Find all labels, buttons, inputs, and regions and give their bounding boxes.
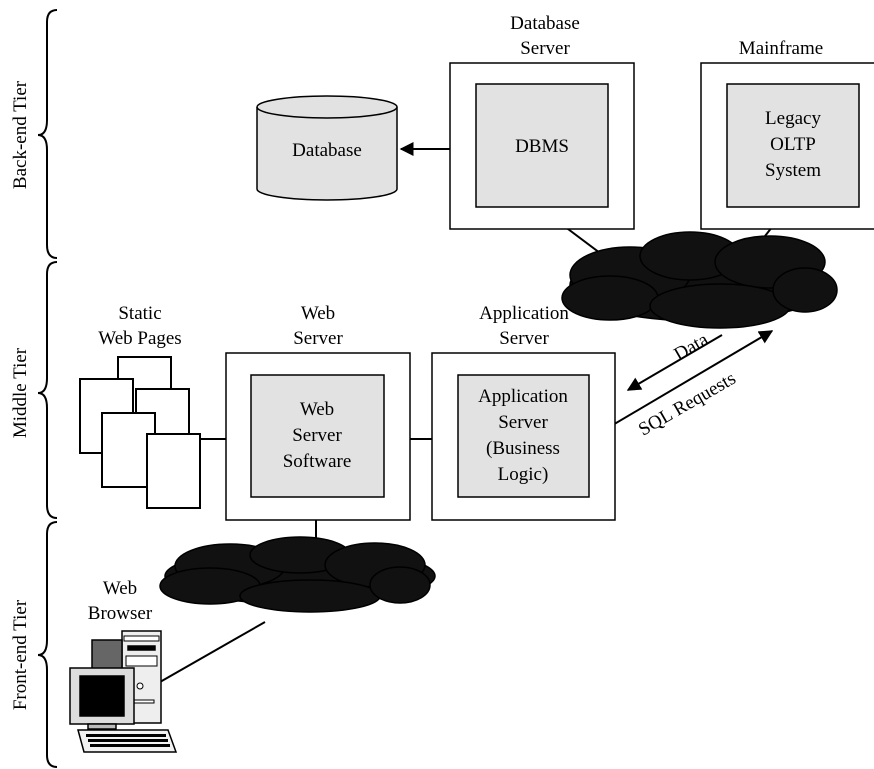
bottom-network-cloud (159, 536, 436, 613)
app-server-inner-3: (Business (486, 438, 560, 459)
top-network-cloud (561, 231, 838, 329)
web-server-inner-2: Server (292, 425, 342, 446)
browser-label-2: Browser (88, 603, 153, 624)
database-server-title-1: Database (510, 13, 580, 34)
data-arrow (626, 334, 723, 391)
app-server-inner-4: Logic) (498, 464, 549, 485)
static-pages-stack (79, 356, 201, 509)
mainframe: Mainframe Legacy OLTP System (700, 38, 874, 230)
legacy-oltp-box (726, 83, 860, 208)
tier-label-backend: Back-end Tier (10, 80, 31, 189)
business-logic-box (457, 374, 590, 498)
mainframe-inner-1: Legacy (765, 108, 821, 129)
dbms-label: DBMS (515, 136, 569, 157)
dbms-box (475, 83, 609, 208)
static-pages-label-2: Web Pages (98, 328, 181, 349)
web-server-title-1: Web (301, 303, 335, 324)
browser-label-1: Web (103, 578, 137, 599)
tier-label-middle: Middle Tier (10, 347, 31, 438)
database-cylinder: Database (256, 95, 398, 201)
app-server-title-1: Application (479, 303, 569, 324)
app-server-title-2: Server (499, 328, 549, 349)
sql-requests-label: SQL Requests (635, 368, 740, 440)
web-server: Web Server Web Server Software (225, 303, 411, 521)
mainframe-title: Mainframe (739, 38, 823, 59)
browser-cloud-line (159, 621, 266, 683)
web-server-software-box (250, 374, 385, 498)
tier-label-frontend: Front-end Tier (10, 599, 31, 710)
computer-icon (69, 630, 178, 753)
database-label: Database (292, 140, 362, 161)
web-server-title-2: Server (293, 328, 343, 349)
backend-brace (37, 9, 58, 259)
app-server-inner-2: Server (498, 412, 548, 433)
web-server-inner-3: Software (283, 451, 352, 472)
mainframe-inner-2: OLTP (770, 134, 816, 155)
page-sheet (146, 433, 201, 509)
data-arrow-label: Data (670, 329, 712, 365)
frontend-brace (37, 521, 58, 768)
tier-braces (37, 9, 58, 768)
middle-brace (37, 261, 58, 519)
database-server-title-2: Server (520, 38, 570, 59)
mainframe-inner-3: System (765, 160, 821, 181)
appserver-cloud-line (588, 330, 774, 440)
app-server-inner-1: Application (478, 386, 568, 407)
static-pages-label-1: Static (118, 303, 161, 324)
pc-screen (79, 675, 125, 717)
application-server: Application Server Application Server (B… (431, 303, 616, 521)
web-server-inner-1: Web (300, 399, 334, 420)
database-server: Database Server DBMS (449, 13, 635, 230)
